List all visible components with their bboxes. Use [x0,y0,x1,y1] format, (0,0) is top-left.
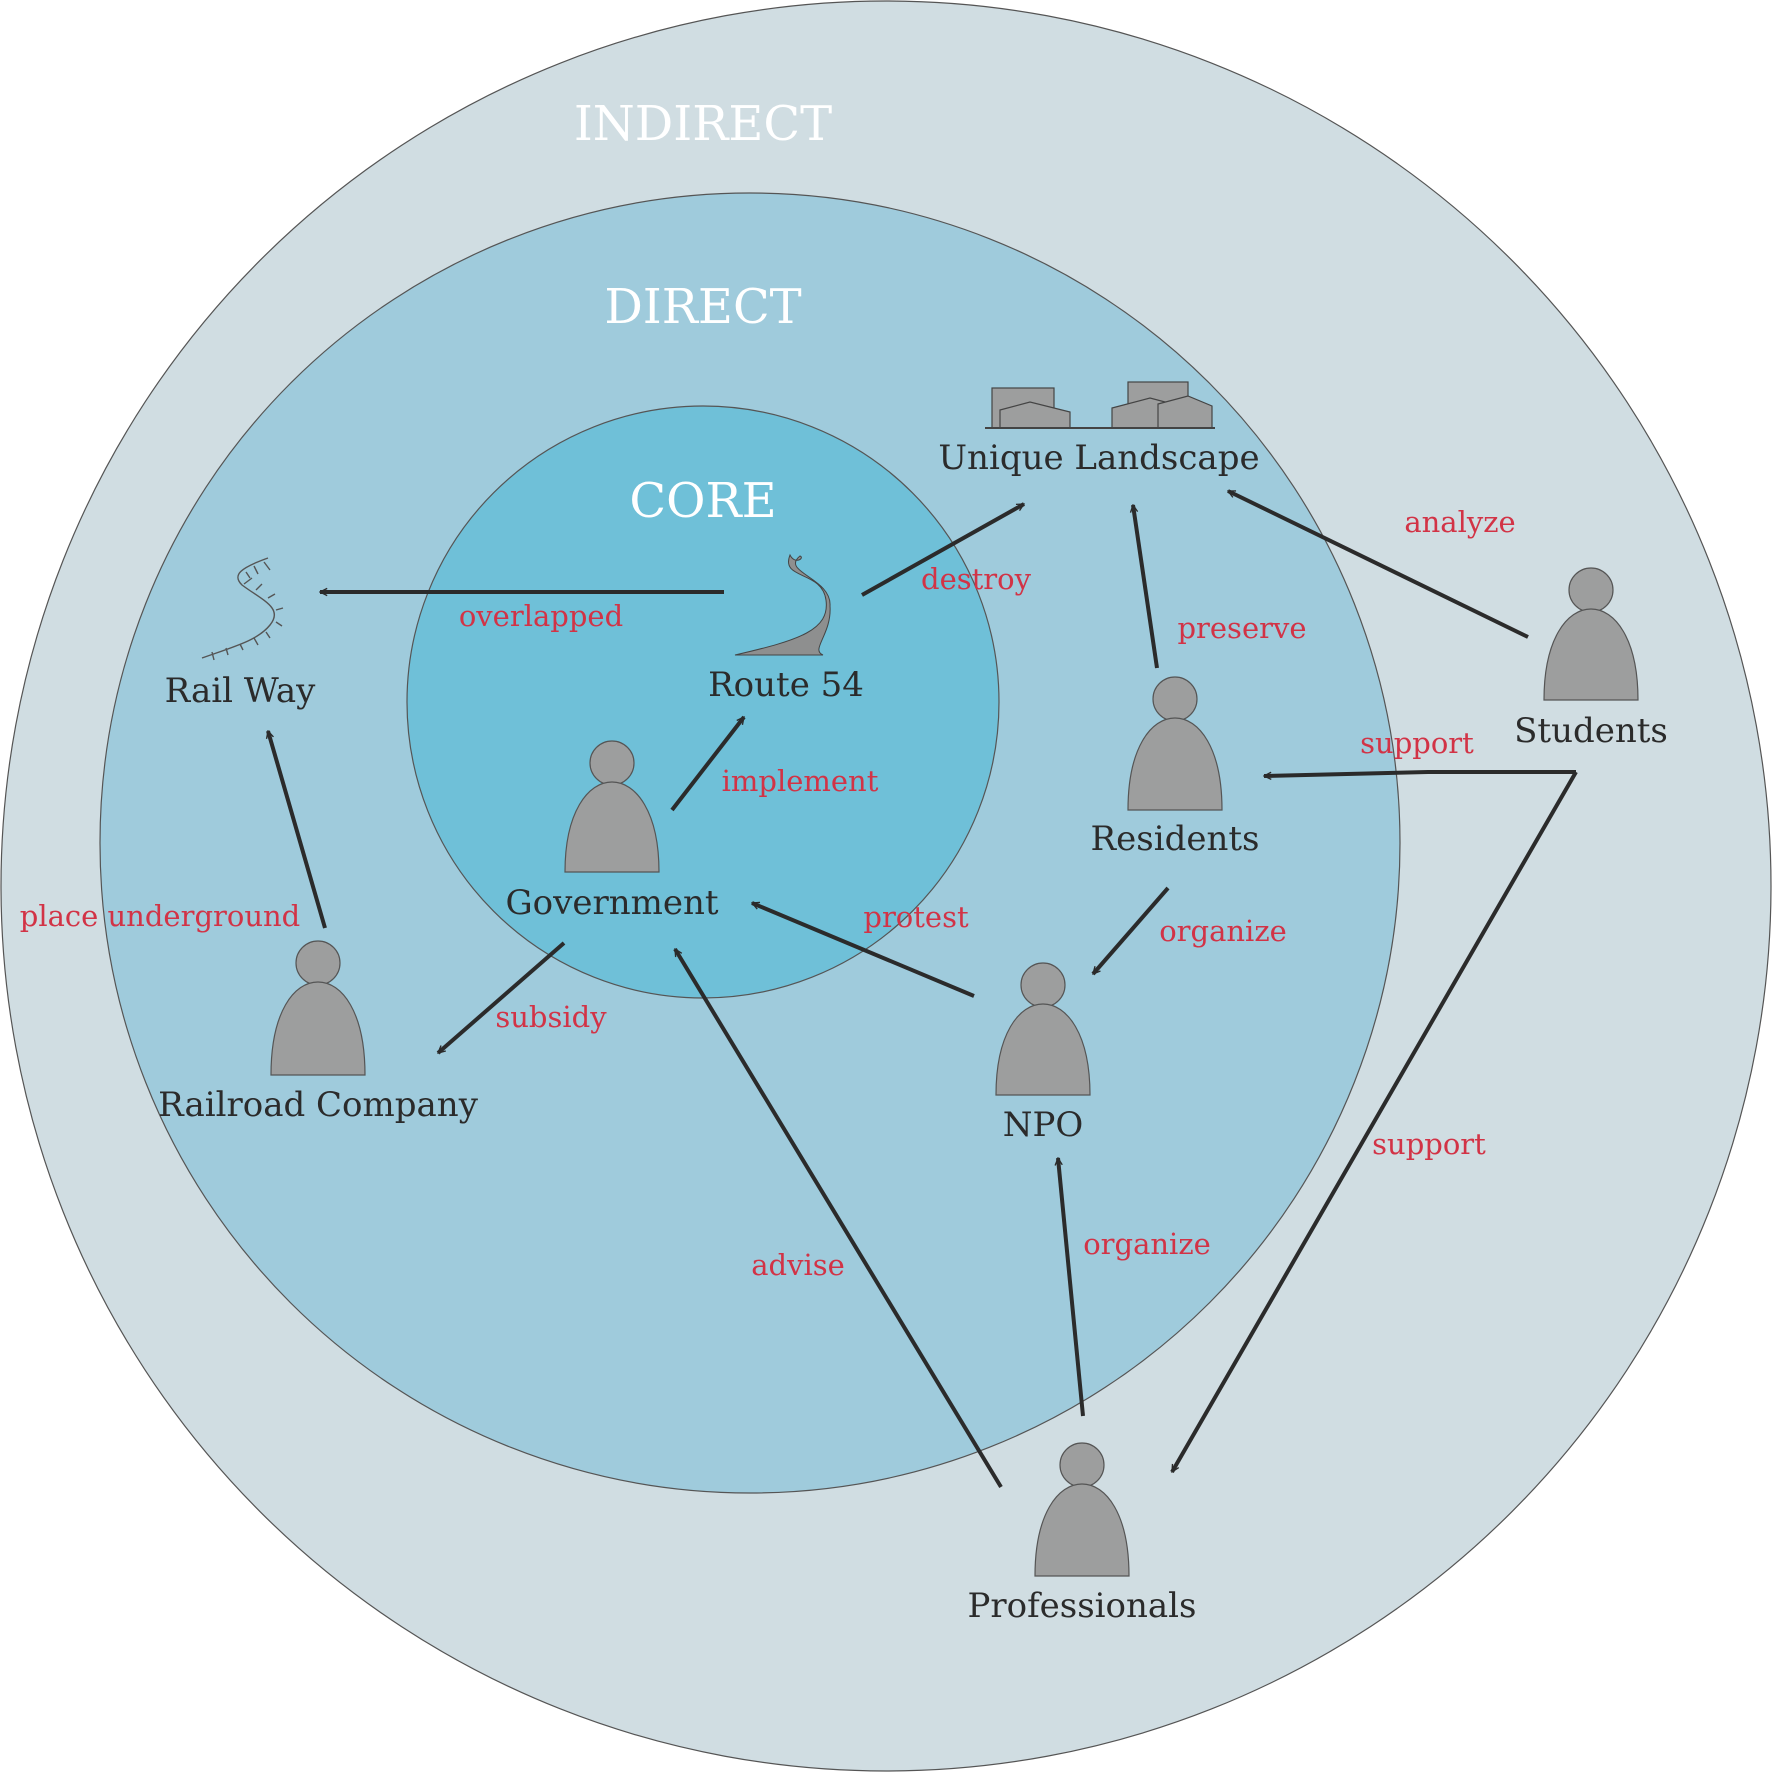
residents-label: Residents [1091,819,1260,859]
edge-label-analyze: analyze [1404,505,1515,539]
direct-title: DIRECT [604,279,801,335]
edge-label-preserve: preserve [1177,611,1306,645]
arrow-analyze [1228,489,1529,639]
edge-label-implement: implement [722,764,879,798]
arrow-implement [670,715,746,812]
edge-label-support-residents: support [1360,726,1474,760]
road-icon [734,553,831,656]
edge-label-organize-residents: organize [1159,914,1287,948]
arrow-subsidy [436,941,566,1055]
arrow-destroy [861,502,1024,597]
rail-way-label: Rail Way [165,671,316,711]
arrow-place-underground [268,731,327,929]
students-person-icon [1543,567,1639,701]
edge-label-destroy: destroy [921,562,1032,596]
edge-label-subsidy: subsidy [495,1000,607,1034]
edge-label-overlapped: overlapped [459,599,623,633]
edge-label-organize-professionals: organize [1083,1227,1211,1261]
core-title: CORE [629,473,776,529]
edge-label-protest: protest [863,900,969,934]
edge-label-advise: advise [751,1248,845,1282]
arrow-protest [752,901,975,998]
government-person-icon [564,740,660,873]
arrow-organize-residents [1091,886,1170,976]
arrow-preserve [1133,505,1159,669]
residents-person-icon [1127,676,1223,811]
arrow-support-residents [1264,770,1576,776]
indirect-title: INDIRECT [574,96,832,152]
edge-label-place-underground: place underground [20,899,301,933]
government-label: Government [505,883,718,923]
railroad-company-person-icon [270,940,366,1076]
professionals-label: Professionals [967,1586,1196,1626]
unique-landscape-label: Unique Landscape [938,438,1259,478]
arrow-advise [673,949,1003,1489]
railway-icon [201,557,284,661]
professionals-person-icon [1034,1442,1130,1577]
railroad-company-label: Railroad Company [158,1085,479,1125]
route-54-label: Route 54 [708,665,864,705]
edge-label-support-professionals: support [1372,1127,1486,1161]
arrow-support-professionals [1170,771,1578,1472]
npo-person-icon [995,962,1091,1096]
students-label: Students [1514,711,1668,751]
npo-label: NPO [1003,1105,1084,1145]
houses-icon [985,381,1215,429]
arrow-organize-professionals [1058,1158,1085,1417]
